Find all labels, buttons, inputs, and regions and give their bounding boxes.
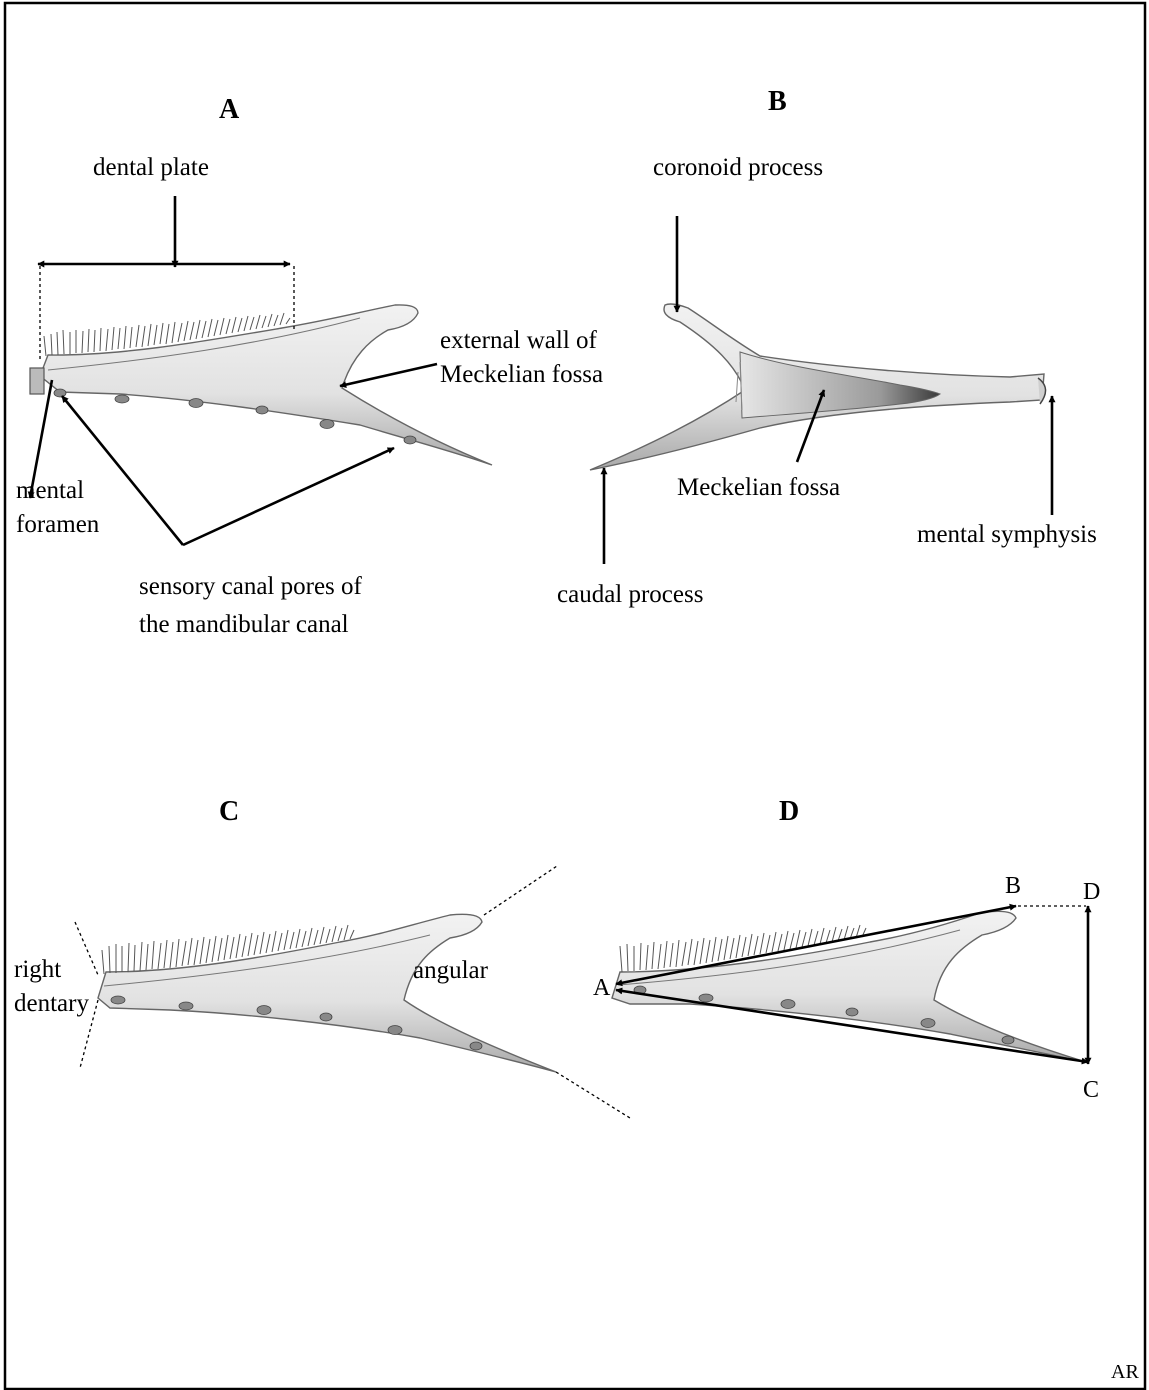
right-dentary-label-line1: right: [14, 956, 61, 983]
panel-c: C right dentary angular: [14, 796, 630, 1118]
mental-foramen-label-line1: mental: [16, 477, 84, 504]
right-dentary-boundary-upper: [75, 922, 98, 975]
panel-c-letter: C: [219, 796, 239, 827]
artist-signature: AR: [1111, 1361, 1139, 1383]
external-wall-label-line2: Meckelian fossa: [440, 361, 603, 388]
point-b-label: B: [1005, 873, 1021, 899]
panel-a: A dental plate external wall of: [16, 94, 603, 638]
point-d-label: D: [1083, 879, 1100, 905]
angular-boundary-upper: [484, 866, 557, 915]
sensory-pores-label-line2: the mandibular canal: [139, 611, 349, 638]
mandible-medial-view-b: [590, 304, 1046, 470]
coronoid-process-label: coronoid process: [653, 154, 823, 181]
mental-foramen-label-line2: foramen: [16, 511, 100, 538]
point-a-label: A: [593, 975, 611, 1001]
panel-b-letter: B: [768, 86, 787, 117]
right-dentary-label-line2: dentary: [14, 990, 89, 1017]
dental-plate-label: dental plate: [93, 154, 209, 181]
panel-a-letter: A: [219, 94, 240, 125]
panel-d-letter: D: [779, 796, 799, 827]
caudal-process-label: caudal process: [557, 581, 703, 608]
point-c-label: C: [1083, 1077, 1099, 1103]
panel-d: D A B C D: [593, 796, 1100, 1103]
mandible-lateral-view-d: [612, 911, 1086, 1062]
mandible-lateral-view-c: [98, 914, 556, 1072]
sensory-pores-arrow-right: [183, 448, 394, 545]
meckelian-fossa-label: Meckelian fossa: [677, 474, 840, 501]
external-wall-arrow: [340, 364, 437, 386]
external-wall-label-line1: external wall of: [440, 327, 598, 354]
mental-symphysis-label: mental symphysis: [917, 521, 1097, 548]
panel-b: B coronoid process Meckelian fossa menta…: [557, 86, 1097, 608]
angular-label: angular: [413, 957, 489, 984]
sensory-pores-label-line1: sensory canal pores of: [139, 573, 363, 600]
angular-boundary-lower: [556, 1072, 630, 1118]
